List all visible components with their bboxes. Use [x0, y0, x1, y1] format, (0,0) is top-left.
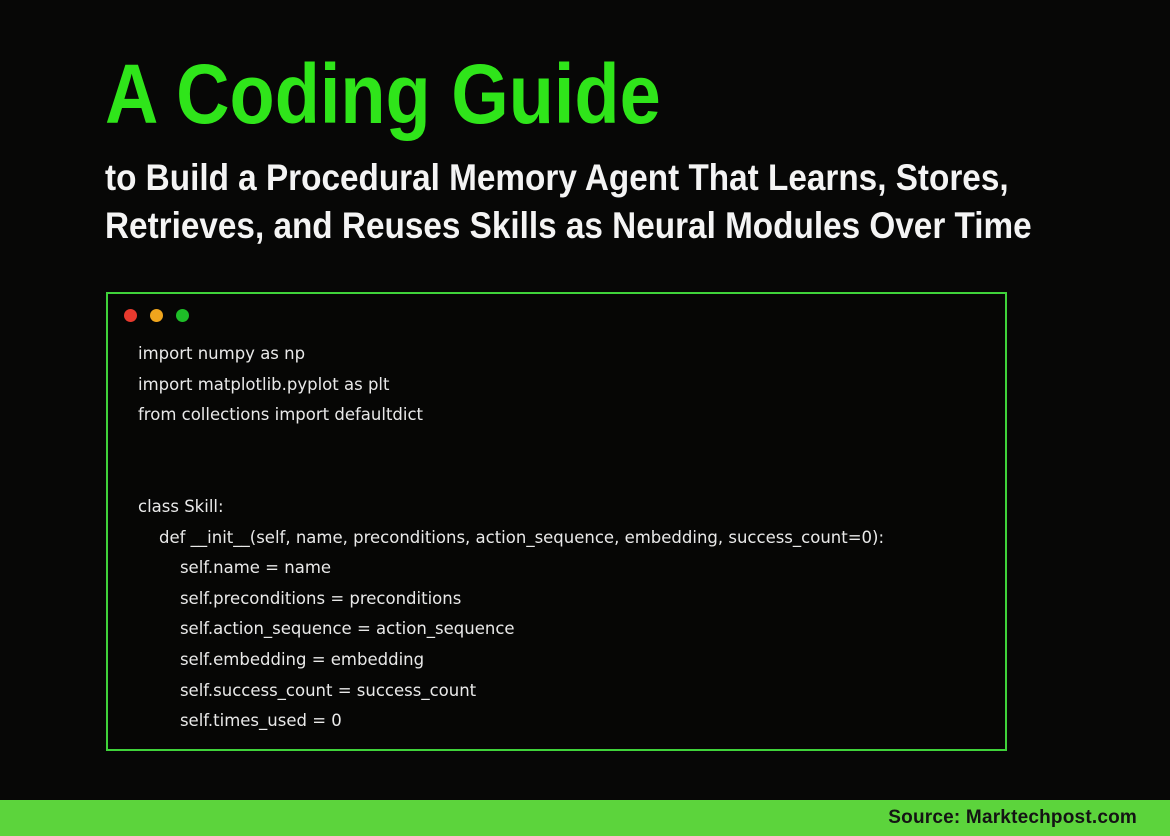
- code-line: self.name = name: [138, 558, 332, 578]
- page-subtitle: to Build a Procedural Memory Agent That …: [105, 154, 1032, 250]
- source-attribution: Source: Marktechpost.com: [888, 807, 1137, 828]
- code-line: def __init__(self, name, preconditions, …: [138, 527, 885, 547]
- code-line: import numpy as np: [138, 344, 306, 363]
- page-title: A Coding Guide: [105, 47, 661, 141]
- minimize-window-icon[interactable]: [150, 309, 163, 322]
- code-editor-window: import numpy as np import matplotlib.pypl…: [106, 292, 1007, 751]
- code-line: self.action_sequence = action_sequence: [138, 619, 515, 639]
- code-line: self.embedding = embedding: [138, 649, 425, 669]
- code-line: class Skill:: [138, 496, 224, 516]
- subtitle-line-1: to Build a Procedural Memory Agent That …: [105, 157, 1009, 198]
- python-code: import numpy as np import matplotlib.pypl…: [138, 339, 1005, 737]
- footer-bar: Source: Marktechpost.com: [0, 800, 1170, 836]
- code-line: from collections import defaultdict: [138, 405, 424, 425]
- code-line: import matplotlib.pyplot as plt: [138, 374, 390, 394]
- window-controls: [108, 294, 1005, 322]
- close-window-icon[interactable]: [124, 309, 137, 322]
- code-line: self.times_used = 0: [138, 711, 342, 731]
- code-line: [138, 461, 1005, 492]
- code-line: self.success_count = success_count: [138, 680, 477, 700]
- code-line: [138, 431, 1005, 462]
- subtitle-line-2: Retrieves, and Reuses Skills as Neural M…: [105, 205, 1032, 246]
- zoom-window-icon[interactable]: [176, 309, 189, 322]
- code-line: self.preconditions = preconditions: [138, 588, 462, 608]
